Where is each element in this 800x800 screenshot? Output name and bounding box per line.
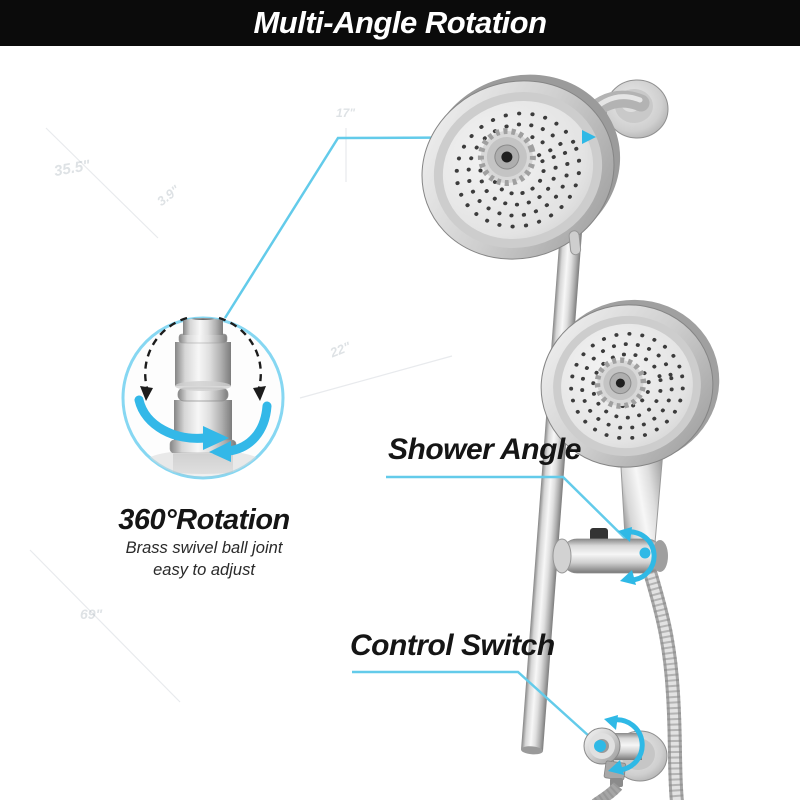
- spray-mode-dial: [477, 128, 536, 187]
- handheld-shower-head: [540, 299, 720, 554]
- dimension-watermark: 17": [336, 106, 356, 120]
- rotation-swoosh-arrows: [134, 395, 272, 462]
- leader-line-control-switch: [352, 670, 601, 747]
- head-lever-tab: [568, 230, 582, 256]
- dimension-watermark: 69": [80, 606, 103, 622]
- control-switch-label: Control Switch: [350, 629, 555, 662]
- leader-endpoint-dot: [594, 740, 606, 752]
- title-banner: Multi-Angle Rotation: [0, 0, 800, 46]
- slide-bar: [521, 151, 588, 755]
- inset-caption: 360°Rotation Brass swivel ball joint eas…: [78, 504, 330, 581]
- slide-bracket: [552, 528, 668, 574]
- swivel-ball-joint: [169, 318, 237, 478]
- inset-description-line2: easy to adjust: [153, 561, 255, 580]
- rotation-inset: [121, 316, 285, 480]
- inset-title: 360°Rotation: [118, 504, 290, 536]
- rotation-dashed-arrows: [144, 316, 262, 389]
- spray-mode-dial: [594, 357, 647, 409]
- nozzle-dots: [569, 331, 685, 441]
- shower-hose: [643, 570, 684, 800]
- shower-angle-label: Shower Angle: [388, 433, 581, 466]
- switch-rotation-arrow: [594, 715, 645, 775]
- leader-arrowhead: [582, 130, 596, 144]
- bracket-rotation-arrow: [618, 527, 657, 585]
- overhead-shower-head: [421, 74, 621, 260]
- banner-title: Multi-Angle Rotation: [253, 5, 547, 40]
- leader-line-shower-angle: [386, 475, 641, 554]
- control-switch-assembly: [583, 727, 668, 800]
- leader-endpoint-dot: [639, 547, 651, 559]
- bracket-button: [590, 528, 608, 542]
- faint-dimension-lines: [29, 127, 453, 703]
- rotation-dashed-arrowheads: [140, 386, 266, 401]
- inset-description-line1: Brass swivel ball joint: [125, 539, 283, 557]
